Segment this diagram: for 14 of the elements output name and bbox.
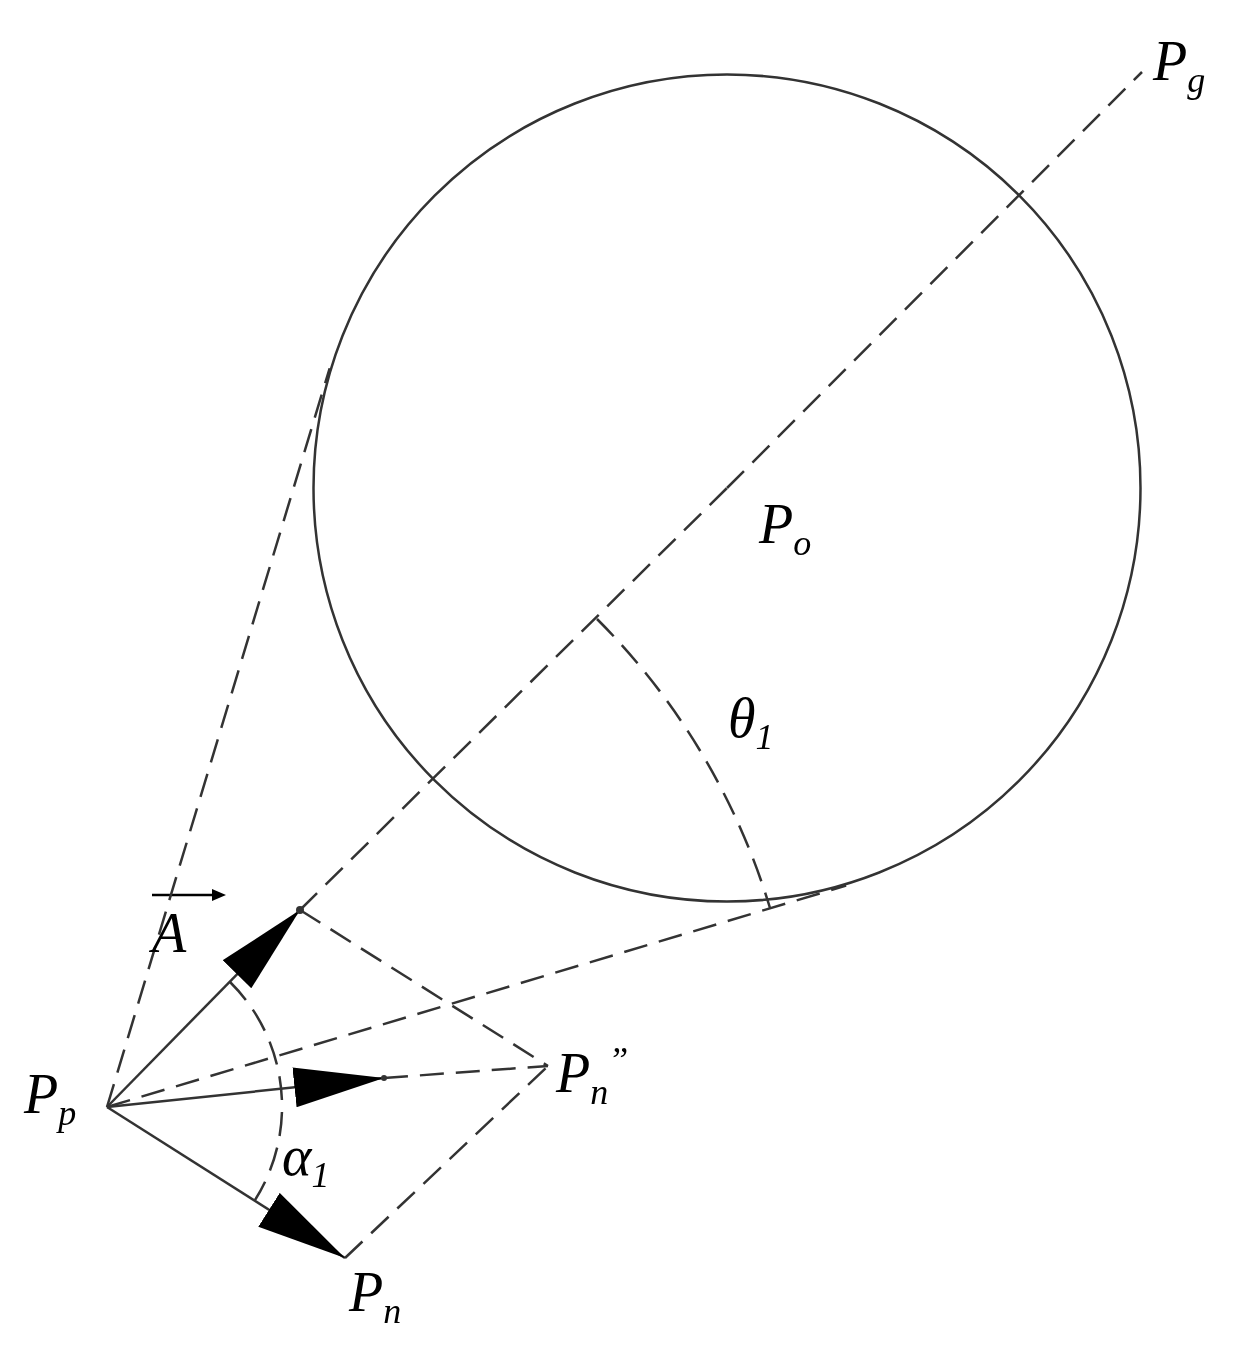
dashed-line bbox=[106, 884, 847, 1109]
dashed-line bbox=[726, 71, 1143, 489]
point-label: P$_{n}$ bbox=[349, 1264, 402, 1330]
point-marker bbox=[381, 1075, 387, 1081]
angle-label: α$_{1}$ bbox=[282, 1128, 330, 1194]
point-label: P$_{o}$ bbox=[759, 496, 812, 562]
arrow bbox=[106, 1105, 346, 1260]
dashed-line bbox=[105, 367, 331, 1108]
dashed-line bbox=[344, 1065, 549, 1259]
point-marker bbox=[296, 906, 304, 914]
point-label: P$_{g}$ bbox=[1153, 33, 1206, 99]
angle-label: θ$_{1}$ bbox=[728, 690, 774, 756]
circle bbox=[312, 73, 1142, 903]
point-label: P$_{p}$ bbox=[24, 1066, 77, 1132]
